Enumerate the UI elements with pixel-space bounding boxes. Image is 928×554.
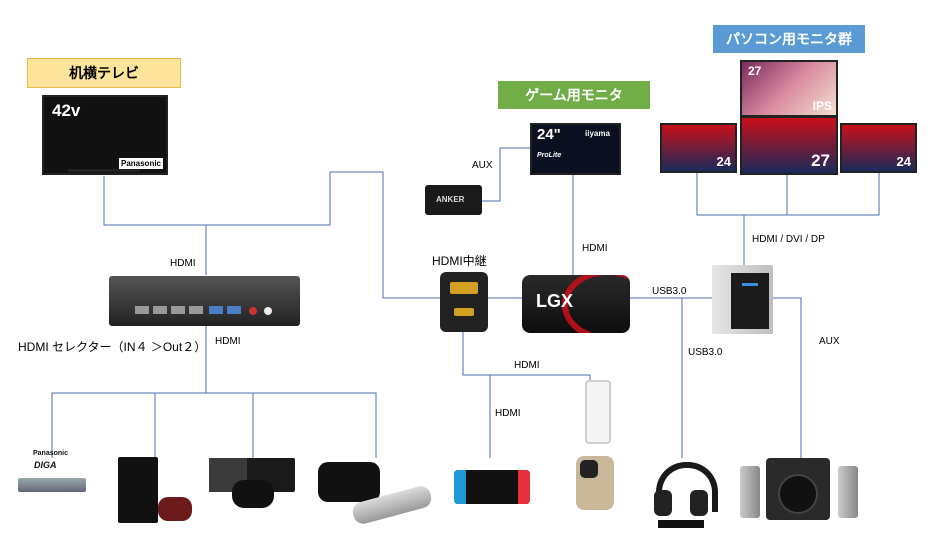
nintendo-switch-device bbox=[454, 470, 530, 504]
pc-monitor-right: 24 bbox=[840, 123, 917, 173]
ps4-controller-device bbox=[158, 497, 192, 521]
hdmi-selector-device bbox=[109, 276, 300, 326]
label-pc-monitor-link: HDMI / DVI / DP bbox=[752, 234, 825, 245]
speaker-right-device bbox=[838, 466, 858, 518]
pc-monitor-left: 24 bbox=[660, 123, 737, 173]
recorder-brand: DIGA bbox=[34, 460, 57, 470]
label-usb-headset: USB3.0 bbox=[688, 347, 723, 358]
label-tv-hdmi: HDMI bbox=[170, 258, 196, 269]
xbox-controller-device bbox=[232, 480, 274, 508]
tag-pc-monitors: パソコン用モニタ群 bbox=[713, 25, 865, 53]
label-capture-hdmi: HDMI bbox=[582, 243, 608, 254]
label-switch-hdmi-upper: HDMI bbox=[514, 360, 540, 371]
headset-device bbox=[650, 462, 718, 530]
ps4-console-device bbox=[118, 457, 158, 523]
label-selector-hdmi: HDMI bbox=[215, 336, 241, 347]
label-selector-caption: HDMI セレクター（IN４ ＞Out２） bbox=[18, 340, 207, 354]
iphone-device bbox=[576, 456, 614, 510]
subwoofer-device bbox=[766, 458, 830, 520]
apple-tv-device bbox=[318, 462, 380, 502]
wire-relay-switch bbox=[462, 332, 491, 458]
game-monitor-size: 24" bbox=[537, 126, 561, 143]
game-monitor-device: 24" iiyama ProLite bbox=[530, 123, 621, 175]
wire-pc-monitors bbox=[696, 171, 880, 216]
recorder-maker: Panasonic bbox=[33, 450, 69, 457]
label-aux-pc: AUX bbox=[819, 336, 840, 347]
wire-pc-speaker bbox=[773, 297, 802, 458]
wire-selector-relay bbox=[206, 171, 440, 299]
pc-monitor-top: 27 IPS bbox=[740, 60, 838, 117]
wire-source-bus bbox=[51, 392, 377, 458]
label-usb-capture: USB3.0 bbox=[652, 286, 687, 297]
pc-mid-size: 27 bbox=[811, 151, 830, 170]
wire-tv-selector bbox=[103, 176, 207, 275]
tv-brand-label: Panasonic bbox=[118, 158, 163, 169]
wire-relay-iphone bbox=[463, 374, 591, 380]
pc-top-size: 27 bbox=[748, 64, 762, 78]
hdmi-relay-device bbox=[440, 272, 488, 332]
pc-monitor-mid: 27 bbox=[740, 116, 838, 175]
lightning-adapter-device bbox=[585, 380, 611, 444]
speaker-brand: ANKER bbox=[436, 195, 465, 204]
diga-recorder-device: DIGA Panasonic bbox=[18, 450, 86, 492]
game-monitor-model: ProLite bbox=[537, 152, 562, 159]
pc-left-size: 24 bbox=[716, 154, 731, 169]
capture-device: LGX bbox=[522, 275, 630, 333]
speaker-left-device bbox=[740, 466, 760, 518]
pc-right-size: 24 bbox=[896, 154, 911, 169]
label-hdmi-relay: HDMI中継 bbox=[432, 254, 487, 268]
capture-brand: LGX bbox=[536, 291, 574, 311]
label-aux-speaker: AUX bbox=[472, 160, 493, 171]
tv-size-label: 42v bbox=[52, 101, 81, 120]
tag-game-monitor: ゲーム用モニタ bbox=[498, 81, 650, 109]
tv-device: 42v Panasonic bbox=[42, 95, 168, 175]
pc-tower-device bbox=[712, 265, 773, 334]
game-monitor-brand: iiyama bbox=[585, 129, 610, 138]
tv-stand bbox=[68, 169, 140, 172]
pc-top-ips: IPS bbox=[812, 99, 832, 113]
tag-desk-tv: 机横テレビ bbox=[27, 58, 181, 88]
label-switch-hdmi-lower: HDMI bbox=[495, 408, 521, 419]
anker-speaker-device: ANKER bbox=[425, 185, 482, 215]
wire-speaker-aux bbox=[482, 147, 530, 202]
